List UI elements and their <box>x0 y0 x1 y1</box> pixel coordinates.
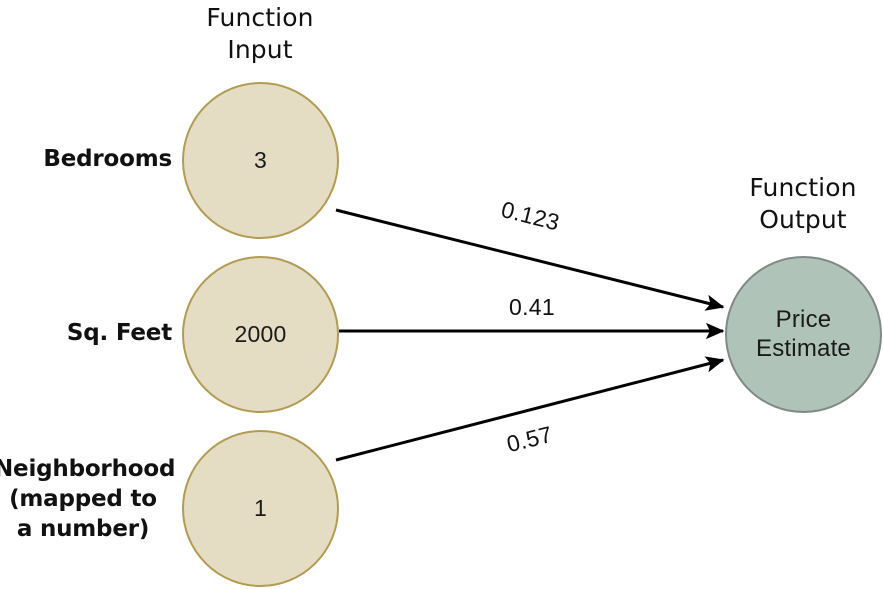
input-label-neighborhood-line2: (mapped to <box>9 485 157 512</box>
function-input-header: Function Input <box>181 2 339 66</box>
input-node-bedrooms-value: 3 <box>254 146 267 173</box>
input-label-neighborhood: Neighborhood (mapped to a number) <box>0 455 176 545</box>
edge-line-bedrooms <box>335 208 725 311</box>
input-label-sq-feet-line1: Sq. Feet <box>66 320 172 346</box>
function-output-header-line1: Function <box>749 173 857 202</box>
input-label-bedrooms: Bedrooms <box>0 145 172 175</box>
input-node-bedrooms[interactable]: 3 <box>182 82 339 239</box>
input-node-neighborhood-value: 1 <box>254 494 267 521</box>
input-label-neighborhood-line1: Neighborhood <box>0 456 176 482</box>
input-label-sq-feet: Sq. Feet <box>0 319 172 349</box>
function-input-header-line1: Function <box>206 3 314 32</box>
edge-weight-sq-feet: 0.41 <box>509 294 555 320</box>
function-input-header-line2: Input <box>227 35 293 64</box>
input-label-bedrooms-line1: Bedrooms <box>43 146 172 172</box>
input-node-sq-feet[interactable]: 2000 <box>182 256 339 413</box>
input-node-neighborhood[interactable]: 1 <box>182 430 339 587</box>
function-output-header: Function Output <box>724 172 882 236</box>
input-node-sq-feet-value: 2000 <box>234 320 287 347</box>
output-node-value-line2: Estimate <box>756 334 851 362</box>
output-node-price-estimate[interactable]: Price Estimate <box>725 256 882 413</box>
input-label-neighborhood-line3: a number) <box>16 515 150 542</box>
output-node-value-line1: Price <box>775 305 832 333</box>
function-output-header-line2: Output <box>759 205 847 234</box>
edge-line-neighborhood <box>335 356 725 462</box>
output-node-price-estimate-value: Price Estimate <box>756 306 851 364</box>
